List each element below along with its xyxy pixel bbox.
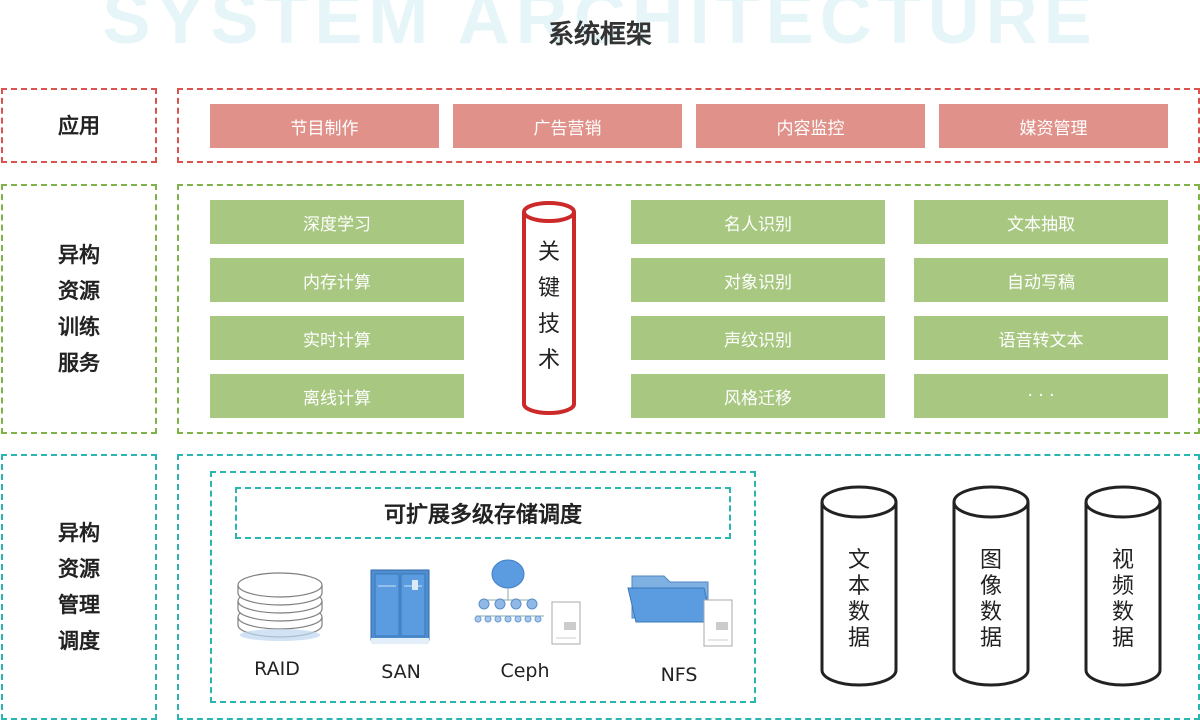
application-label-text: 应用	[58, 113, 100, 138]
watermark-text: SYSTEM ARCHITECTURE	[102, 0, 1098, 59]
storage-label-nfs: NFS	[660, 664, 698, 686]
training-layer-panel	[177, 184, 1200, 434]
service-realtime-computing: 实时计算	[210, 316, 464, 360]
app-content-monitoring: 内容监控	[696, 104, 925, 148]
service-offline-computing: 离线计算	[210, 374, 464, 418]
service-object-recognition: 对象识别	[631, 258, 885, 302]
page-title: 系统框架	[547, 20, 652, 50]
text-data-cylinder	[820, 485, 898, 687]
nfs-folder-icon	[627, 575, 733, 647]
storage-label-san: SAN	[381, 661, 421, 683]
service-deep-learning: 深度学习	[210, 200, 464, 244]
raid-disk-stack-icon	[237, 572, 323, 641]
san-server-cabinet-icon	[370, 569, 430, 644]
management-layer-label: 异构 资源 管理 调度	[1, 454, 157, 720]
management-label-text: 异构 资源 管理 调度	[58, 521, 100, 653]
video-data-label: 视 频 数 据	[1111, 548, 1134, 651]
storage-scheduling-panel	[210, 471, 756, 703]
app-program-production: 节目制作	[210, 104, 439, 148]
training-layer-label: 异构 资源 训练 服务	[1, 184, 157, 434]
storage-label-raid: RAID	[254, 658, 300, 680]
key-tech-cylinder	[522, 201, 576, 415]
service-celebrity-recognition: 名人识别	[631, 200, 885, 244]
text-data-label: 文 本 数 据	[847, 548, 870, 651]
service-in-memory-computing: 内存计算	[210, 258, 464, 302]
training-label-text: 异构 资源 训练 服务	[58, 243, 100, 375]
application-layer-panel	[177, 88, 1200, 163]
service-text-extraction: 文本抽取	[914, 200, 1168, 244]
app-media-asset-management: 媒资管理	[939, 104, 1168, 148]
storage-label-ceph: Ceph	[500, 660, 550, 682]
service-auto-writing: 自动写稿	[914, 258, 1168, 302]
application-layer-label: 应用	[1, 88, 157, 163]
service-style-transfer: 风格迁移	[631, 374, 885, 418]
management-layer-panel	[177, 454, 1200, 720]
app-ad-marketing: 广告营销	[453, 104, 682, 148]
service-more-ellipsis: · · ·	[914, 374, 1168, 418]
service-speech-to-text: 语音转文本	[914, 316, 1168, 360]
video-data-cylinder	[1084, 485, 1162, 687]
image-data-label: 图 像 数 据	[979, 548, 1002, 651]
ceph-cluster-icon	[474, 559, 581, 645]
storage-scheduling-title: 可扩展多级存储调度	[235, 487, 731, 539]
service-voiceprint-recognition: 声纹识别	[631, 316, 885, 360]
key-tech-label: 关 键 技 术	[537, 240, 560, 373]
image-data-cylinder	[952, 485, 1030, 687]
